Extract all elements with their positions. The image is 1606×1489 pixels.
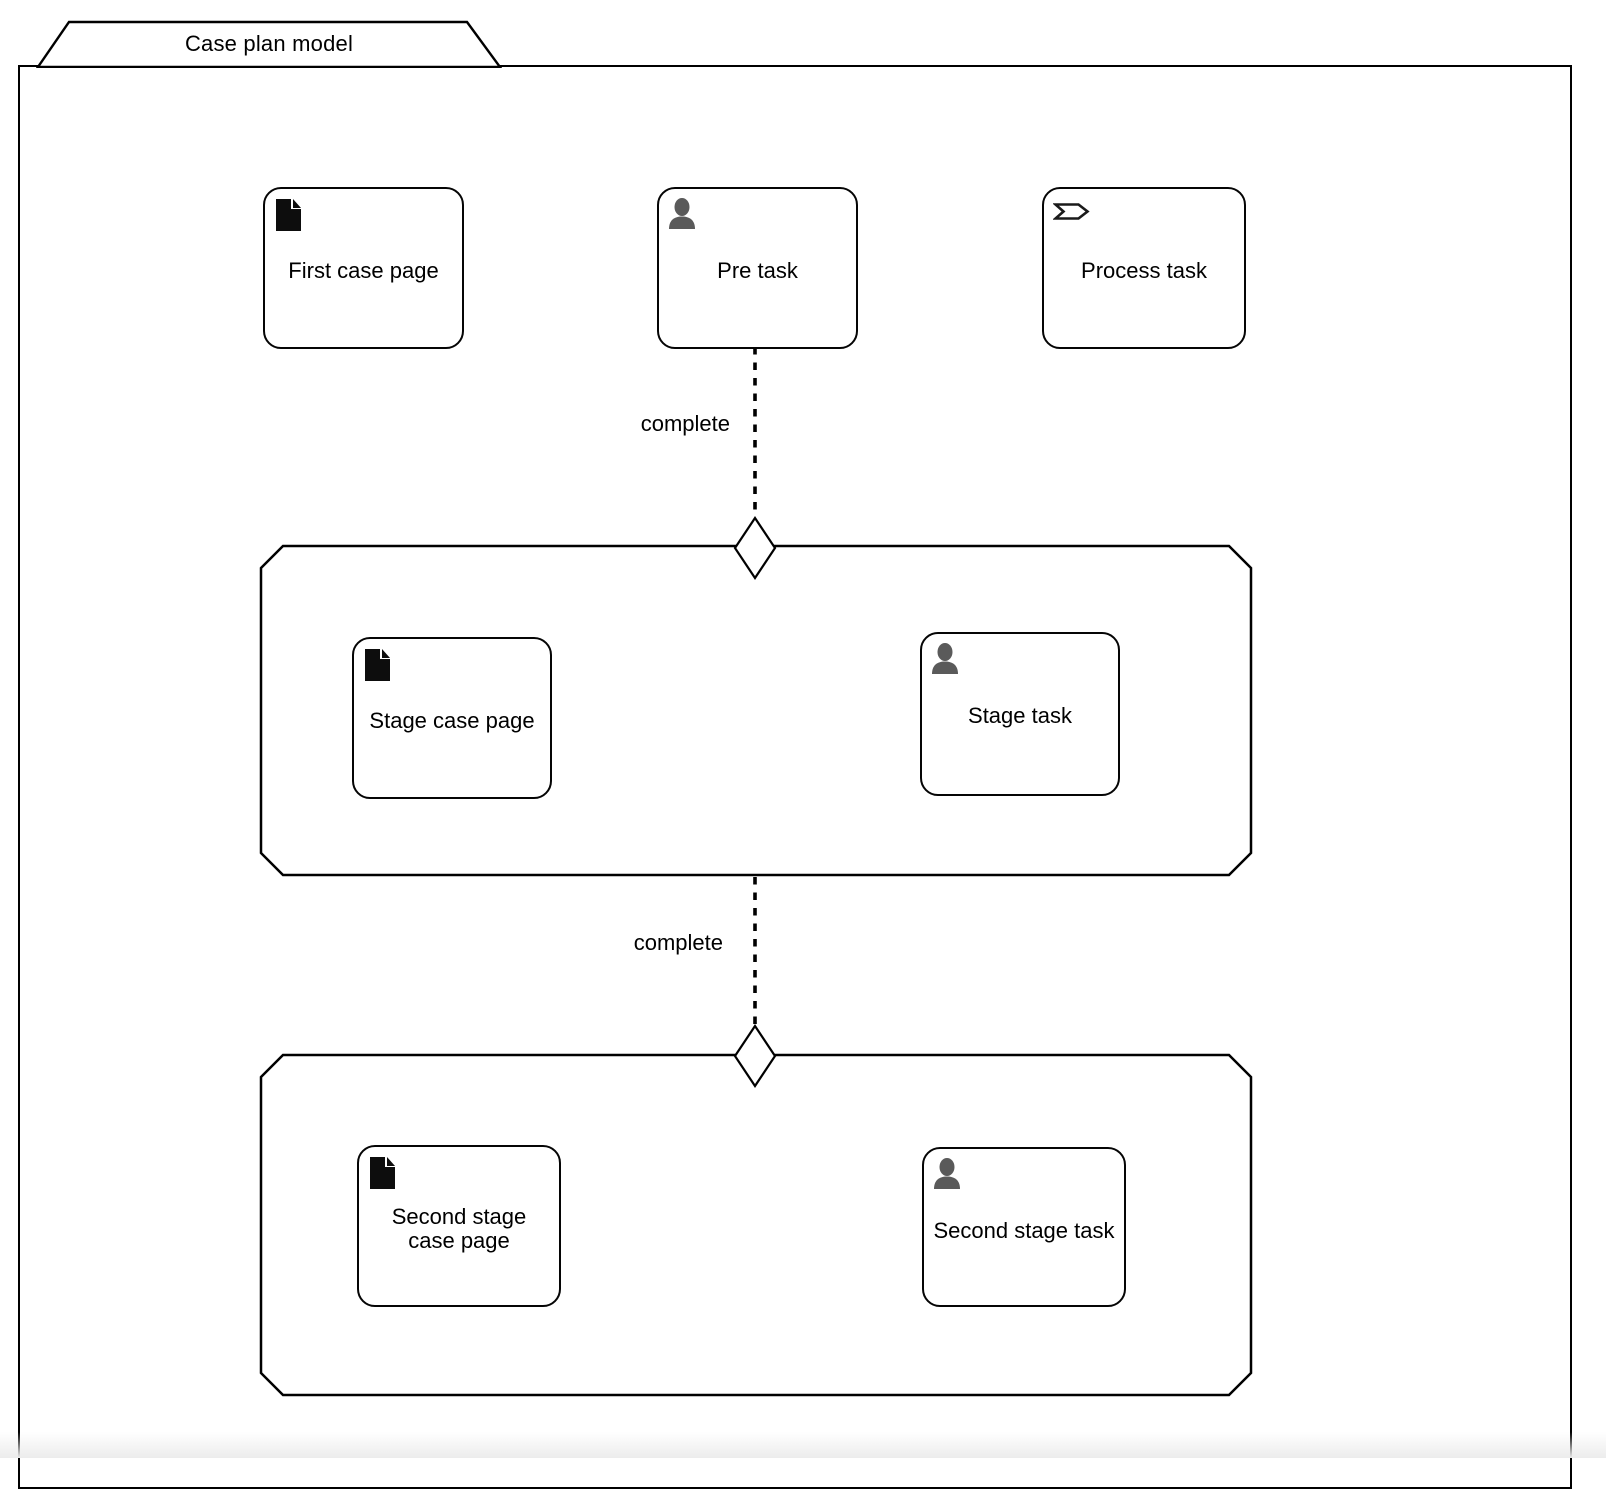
stage-two[interactable] <box>259 1053 1253 1397</box>
task-stage-task[interactable]: Stage task <box>920 632 1120 796</box>
task-label: Pre task <box>717 258 798 283</box>
connector-label-complete-1: complete <box>640 411 730 436</box>
task-label: Stage case page <box>369 708 535 733</box>
document-icon <box>368 1156 397 1195</box>
document-icon <box>274 198 303 237</box>
task-second-stage-task[interactable]: Second stage task <box>922 1147 1126 1307</box>
task-label-line1: Second stage <box>391 1204 527 1229</box>
task-label: Stage task <box>968 703 1072 728</box>
task-label: First case page <box>288 258 439 283</box>
task-pre-task[interactable]: Pre task <box>657 187 858 349</box>
case-plan-model-tab[interactable]: Case plan model <box>36 20 502 68</box>
connector-label-complete-2: complete <box>633 930 723 955</box>
task-process-task[interactable]: Process task <box>1042 187 1246 349</box>
user-icon <box>668 198 702 234</box>
task-label: Second stage task <box>933 1218 1115 1243</box>
task-first-case-page[interactable]: First case page <box>263 187 464 349</box>
user-icon <box>931 643 965 679</box>
task-label: Process task <box>1081 258 1207 283</box>
document-icon <box>363 648 392 687</box>
user-icon <box>933 1158 967 1194</box>
task-label-line2: case page <box>408 1228 510 1253</box>
case-plan-model-tab-shape <box>36 20 502 68</box>
case-plan-model-title: Case plan model <box>184 31 354 56</box>
bottom-fade <box>0 1432 1606 1458</box>
process-chevron-icon <box>1052 202 1090 226</box>
diagram-canvas: Case plan model complete complete First … <box>0 20 1606 1489</box>
entry-sentry-stage-two[interactable] <box>733 1024 777 1088</box>
entry-sentry-stage-one[interactable] <box>733 516 777 580</box>
task-stage-case-page[interactable]: Stage case page <box>352 637 552 799</box>
